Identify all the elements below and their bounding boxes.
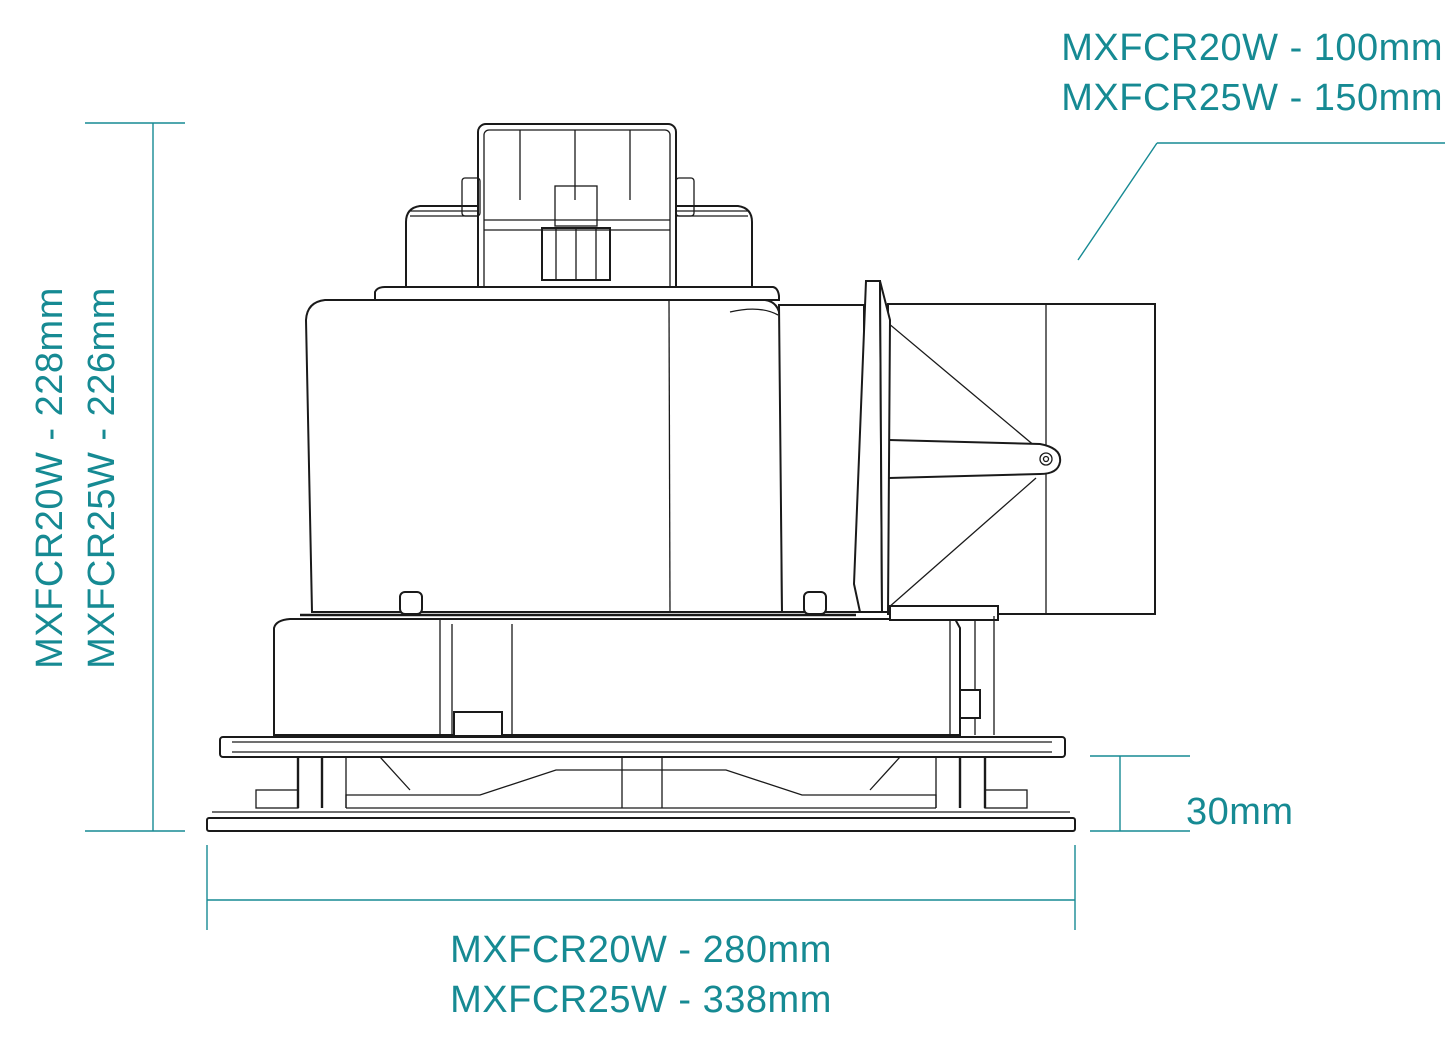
grille-frame (206, 756, 1076, 832)
duct-diameter-leader (1077, 142, 1445, 261)
width-label-20w: MXFCR20W - 280mm (450, 929, 832, 971)
height-dimension (85, 122, 185, 832)
duct-diameter-label-20w: MXFCR20W - 100mm (1061, 27, 1443, 69)
ceiling-flange (219, 736, 1066, 758)
width-label-25w: MXFCR25W - 338mm (450, 979, 832, 1021)
lower-chassis (273, 591, 999, 737)
grille-depth-label: 30mm (1186, 791, 1294, 833)
motor-cap (405, 123, 753, 301)
duct-diameter-label-25w: MXFCR25W - 150mm (1061, 77, 1443, 119)
duct-spigot (777, 280, 1156, 615)
height-label-20w: MXFCR20W - 228mm (29, 287, 71, 669)
main-housing (304, 286, 784, 613)
width-dimension (206, 845, 1076, 930)
height-label-25w: MXFCR25W - 226mm (81, 287, 123, 669)
grille-depth-dimension (1090, 755, 1190, 832)
fan-assembly (206, 123, 1156, 832)
